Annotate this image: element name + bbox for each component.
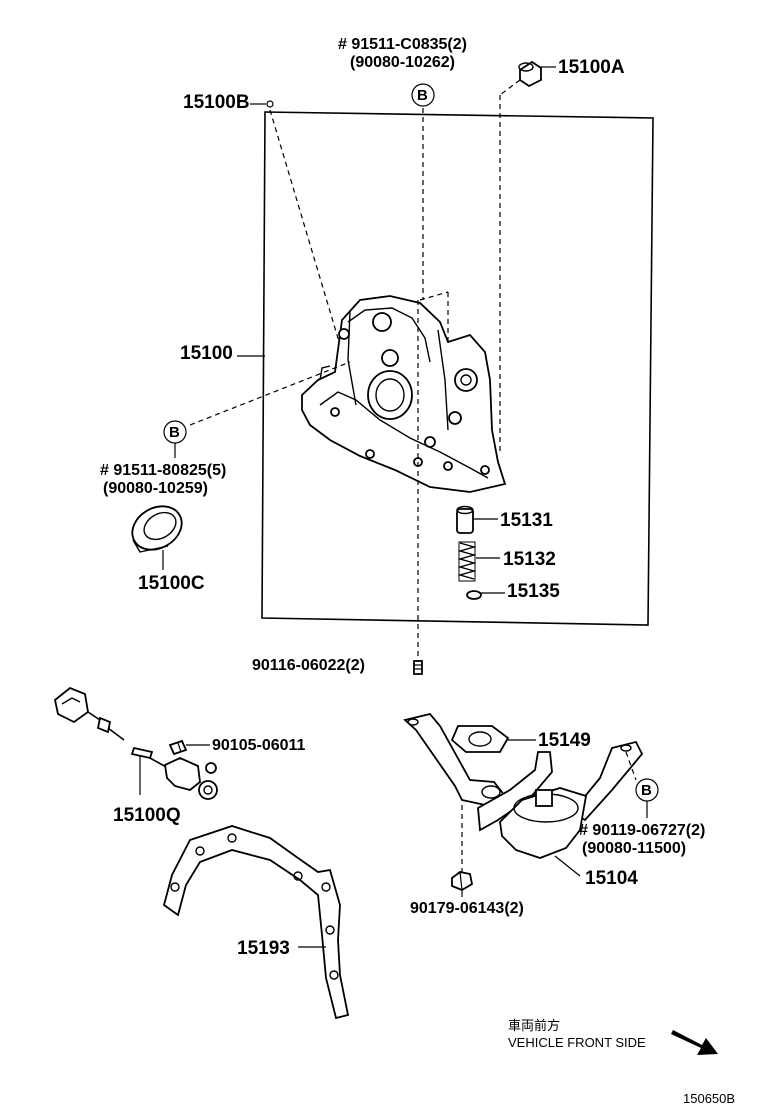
right-bolt-part-number: # 90119-06727(2) (579, 822, 705, 839)
top-bolt-alt-number: (90080-10262) (350, 54, 455, 71)
label-15100a: 15100A (558, 57, 625, 78)
assembly-frame (261, 111, 654, 626)
leader-pump-top (419, 291, 449, 301)
label-15100q: 15100Q (113, 805, 181, 826)
svg-text:B: B (417, 87, 428, 104)
part-15100a-cap (518, 60, 542, 88)
part-15131-relief-valve (456, 505, 474, 534)
part-15100q-sensor-assembly (54, 686, 218, 800)
figure-id: 150650B (683, 1091, 735, 1106)
label-15100b: 15100B (183, 92, 250, 113)
label-15193: 15193 (237, 938, 290, 959)
leader-15104 (554, 855, 581, 877)
right-b-callout: B (635, 778, 659, 802)
label-15104: 15104 (585, 868, 638, 889)
part-15135-retainer (466, 590, 482, 600)
svg-text:B: B (169, 424, 180, 441)
direction-english: VEHICLE FRONT SIDE (508, 1035, 646, 1050)
label-15135: 15135 (507, 581, 560, 602)
part-15100b-pin (266, 100, 274, 108)
part-15104-oil-strainer (403, 712, 644, 859)
leader-15100b-dash (269, 109, 341, 346)
bolt-90116-plug (413, 660, 423, 675)
leader-left-b-dash (189, 361, 351, 426)
bolt-90105-label: 90105-06011 (212, 737, 306, 754)
part-15193-gasket (162, 825, 350, 1020)
left-bolt-alt-number: (90080-10259) (103, 480, 208, 497)
label-15100c: 15100C (138, 573, 205, 594)
part-15100-oil-pump (301, 295, 507, 493)
nut-90179-label: 90179-06143(2) (410, 900, 524, 917)
part-15149-gasket (450, 725, 510, 753)
leader-15100a-dash (499, 79, 521, 96)
label-15149: 15149 (538, 730, 591, 751)
left-bolt-part-number: # 91511-80825(5) (100, 462, 226, 479)
label-15131: 15131 (500, 510, 553, 531)
svg-text:B: B (641, 782, 652, 799)
front-arrow-icon (671, 1030, 718, 1055)
part-15132-spring (457, 541, 477, 582)
part-15100c-oil-seal (131, 505, 183, 553)
top-b-callout: B (411, 83, 435, 107)
direction-japanese: 車両前方 (508, 1018, 560, 1033)
top-bolt-part-number: # 91511-C0835(2) (338, 36, 467, 53)
label-15132: 15132 (503, 549, 556, 570)
bolt-90116-label: 90116-06022(2) (252, 657, 365, 674)
leader-right-b-dash (625, 751, 637, 781)
nut-90179 (451, 871, 474, 892)
left-b-callout: B (163, 420, 187, 444)
label-15100: 15100 (180, 343, 233, 364)
bolt-90105 (168, 739, 188, 756)
right-bolt-alt-number: (90080-11500) (582, 840, 686, 857)
